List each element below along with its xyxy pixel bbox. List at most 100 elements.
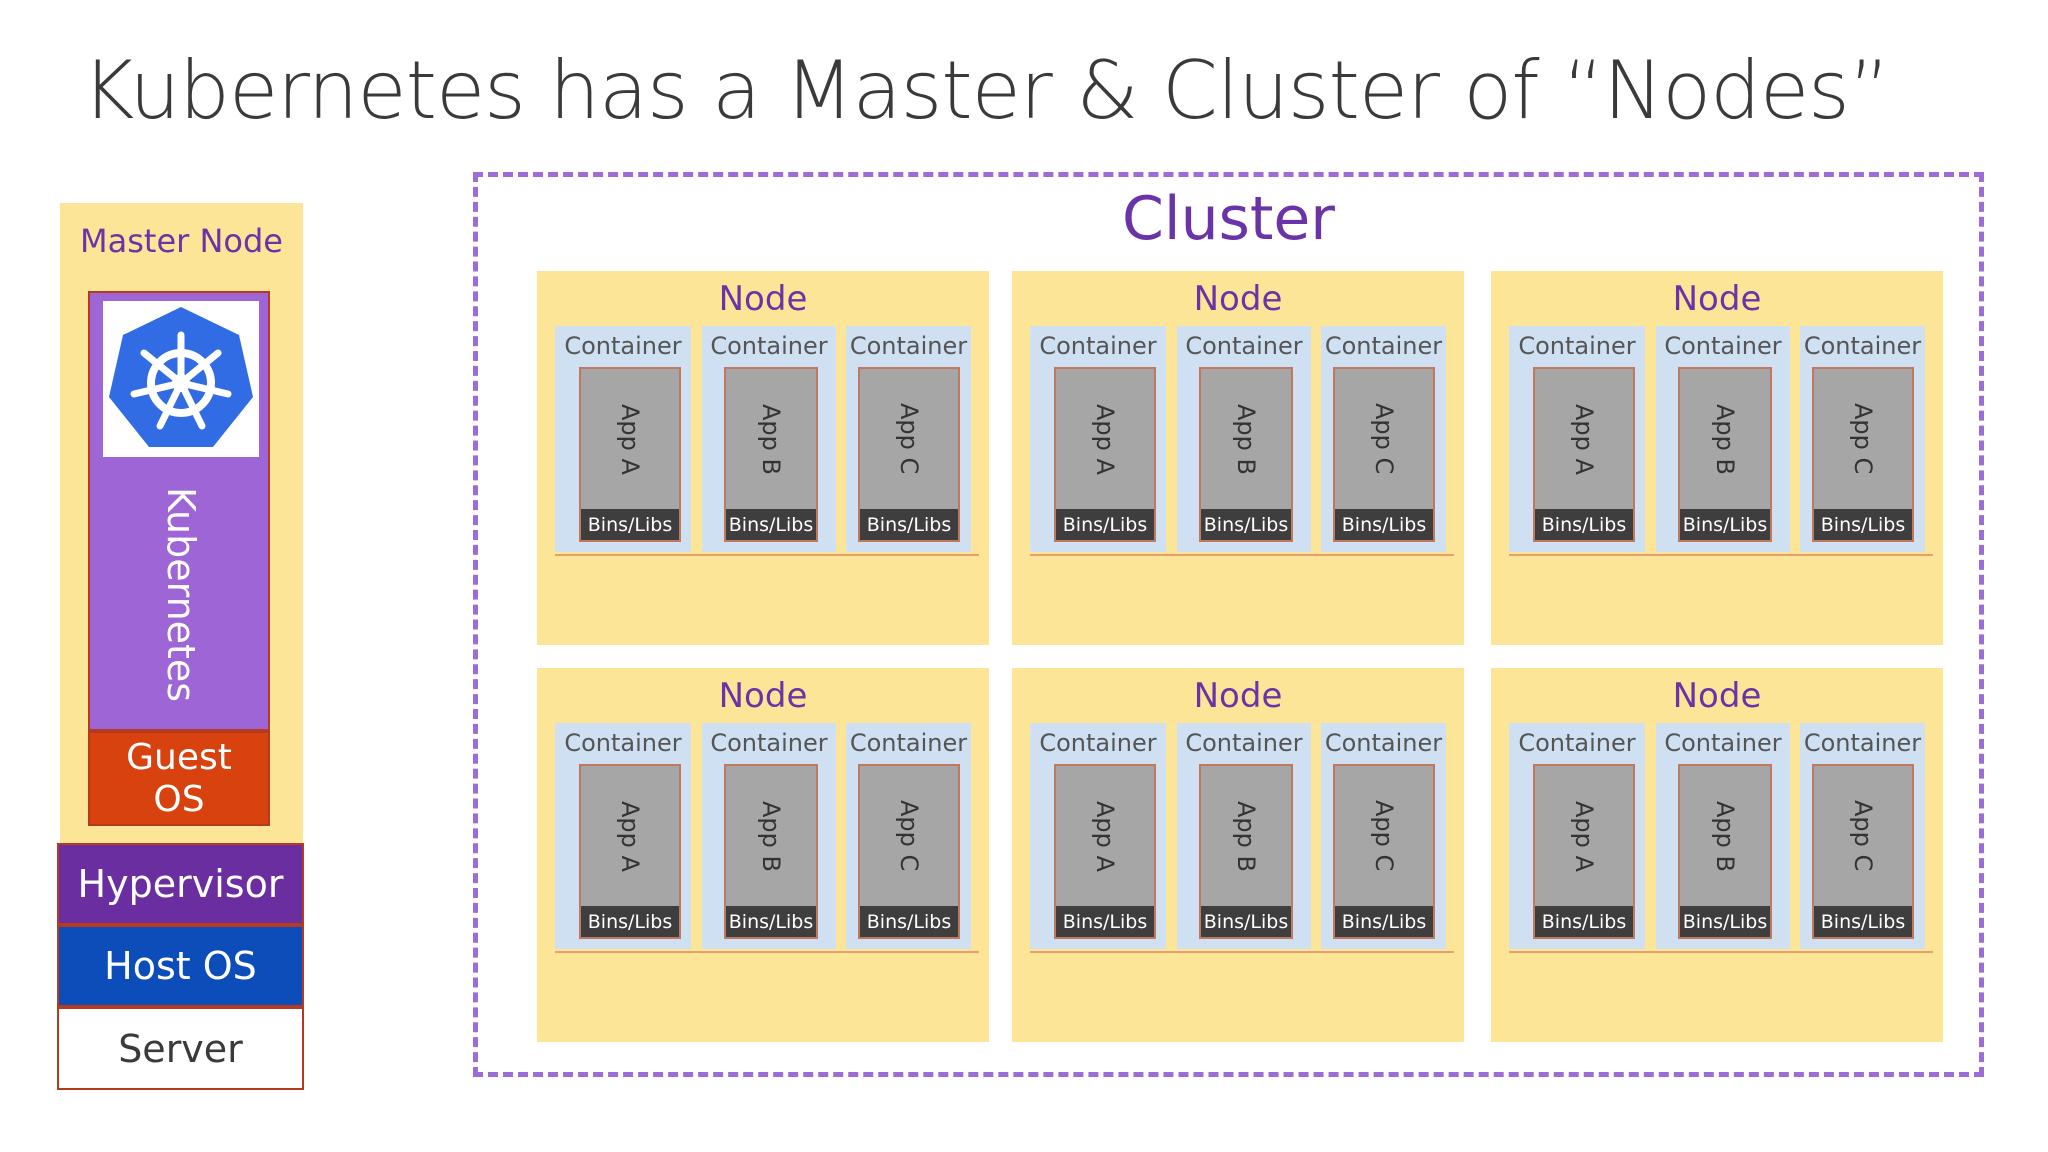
- container-label: Container: [849, 729, 968, 757]
- app-label: App C: [1370, 403, 1398, 475]
- kubernetes-logo-icon: [103, 301, 259, 457]
- bins-libs-label: Bins/Libs: [726, 509, 816, 540]
- container-label: Container: [564, 332, 682, 360]
- node-label: Node: [718, 676, 808, 716]
- container-label: Container: [1664, 332, 1782, 360]
- app-box: App B Bins/Libs: [724, 367, 818, 542]
- node-divider: [1509, 951, 1933, 953]
- node-label: Node: [718, 279, 808, 319]
- container-label: Container: [1324, 332, 1443, 360]
- app-label: App B: [1711, 800, 1739, 872]
- app-label: App A: [616, 800, 644, 872]
- node-label: Node: [1193, 676, 1283, 716]
- container-label: Container: [1039, 332, 1157, 360]
- app-box: App C Bins/Libs: [1333, 367, 1435, 542]
- container-label: Container: [710, 332, 828, 360]
- bins-libs-label: Bins/Libs: [1680, 906, 1770, 937]
- container-label: Container: [1803, 332, 1922, 360]
- container-label: Container: [1185, 729, 1303, 757]
- bins-libs-label: Bins/Libs: [1201, 509, 1291, 540]
- node-divider: [1509, 554, 1933, 556]
- master-node-label: Master Node: [80, 222, 283, 260]
- bins-libs-label: Bins/Libs: [1056, 906, 1154, 937]
- container-label: Container: [1039, 729, 1157, 757]
- app-label: App C: [1370, 800, 1398, 872]
- bins-libs-label: Bins/Libs: [1535, 509, 1633, 540]
- bins-libs-label: Bins/Libs: [581, 906, 679, 937]
- bins-libs-label: Bins/Libs: [581, 509, 679, 540]
- app-label: App A: [1570, 800, 1598, 872]
- node-divider: [1030, 951, 1454, 953]
- node-divider: [555, 554, 979, 556]
- app-label: App B: [1232, 403, 1260, 475]
- cluster-label: Cluster: [1122, 184, 1335, 254]
- app-label: App C: [895, 403, 923, 475]
- kubernetes-label: Kubernetes: [159, 487, 203, 703]
- slide-title: Kubernetes has a Master & Cluster of “No…: [82, 44, 1890, 137]
- app-box: App B Bins/Libs: [1678, 764, 1772, 939]
- container-label: Container: [1185, 332, 1303, 360]
- server-label: Server: [118, 1026, 243, 1071]
- app-box: App A Bins/Libs: [579, 764, 681, 939]
- container-label: Container: [564, 729, 682, 757]
- app-label: App C: [1849, 800, 1877, 872]
- app-box: App C Bins/Libs: [1812, 367, 1914, 542]
- hypervisor-label: Hypervisor: [77, 862, 284, 906]
- node-label: Node: [1193, 279, 1283, 319]
- guest-os-label: Guest OS: [126, 737, 232, 820]
- host-os-layer: Host OS: [57, 925, 304, 1007]
- container-label: Container: [1518, 729, 1636, 757]
- cluster-boundary: [473, 172, 1984, 1077]
- app-label: App C: [895, 800, 923, 872]
- bins-libs-label: Bins/Libs: [1814, 509, 1912, 540]
- host-os-label: Host OS: [104, 944, 257, 988]
- bins-libs-label: Bins/Libs: [1056, 509, 1154, 540]
- app-label: App C: [1849, 403, 1877, 475]
- container-label: Container: [1803, 729, 1922, 757]
- node-label: Node: [1672, 676, 1762, 716]
- node-divider: [555, 951, 979, 953]
- server-layer: Server: [57, 1007, 304, 1090]
- app-label: App A: [1570, 403, 1598, 475]
- container-label: Container: [1324, 729, 1443, 757]
- kubernetes-layer: Kubernetes: [88, 291, 270, 731]
- app-label: App B: [757, 800, 785, 872]
- node-label: Node: [1672, 279, 1762, 319]
- app-box: App B Bins/Libs: [1199, 367, 1293, 542]
- bins-libs-label: Bins/Libs: [1335, 509, 1433, 540]
- container-label: Container: [1518, 332, 1636, 360]
- app-label: App B: [757, 403, 785, 475]
